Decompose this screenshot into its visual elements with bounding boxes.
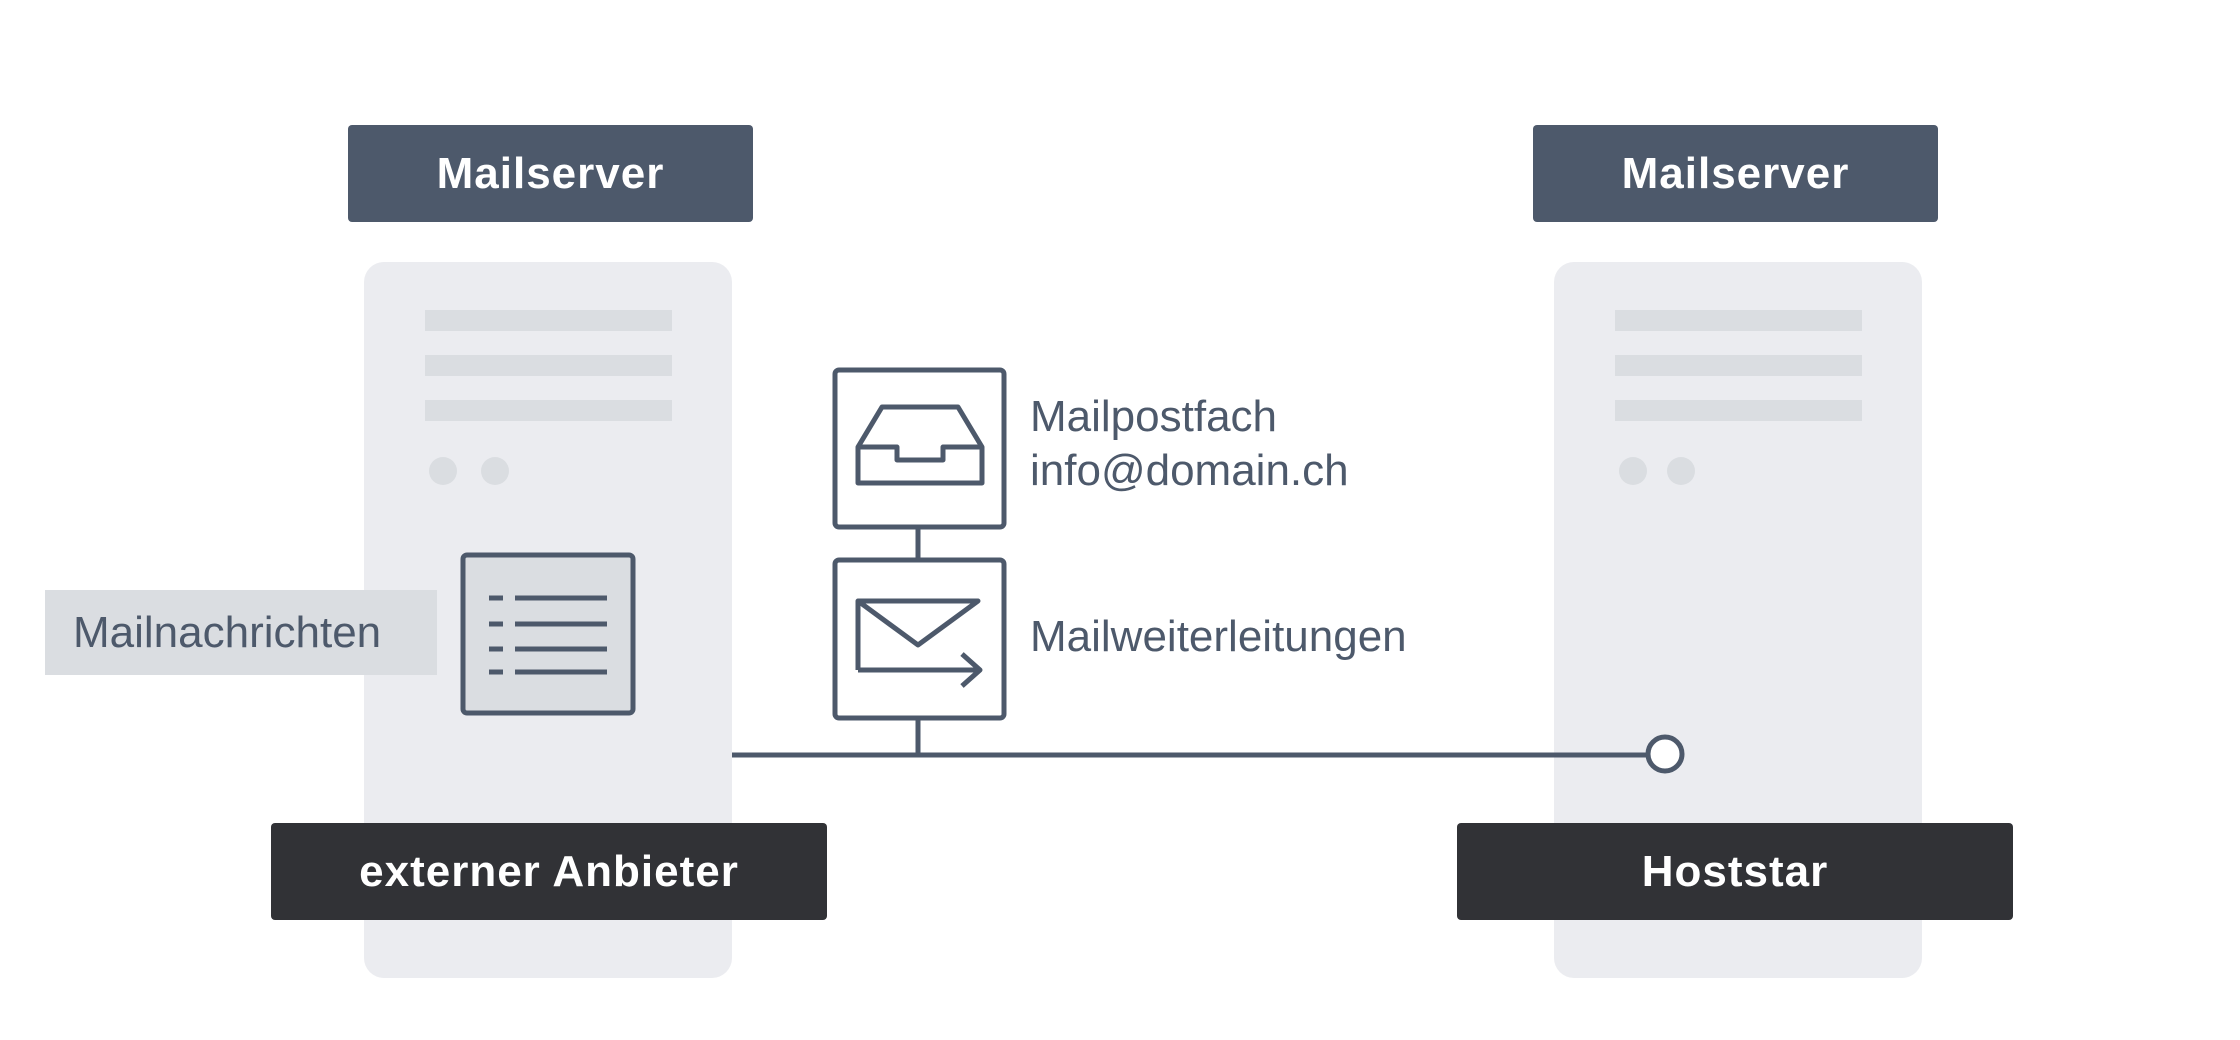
mailbox-title: Mailpostfach <box>1030 392 1278 441</box>
right-server-provider-label: Hoststar <box>1457 823 2013 920</box>
left-server-header: Mailserver <box>348 125 753 222</box>
right-server-led-1 <box>1619 457 1647 485</box>
message-list-icon <box>460 552 636 716</box>
left-server-slot-1 <box>425 310 672 331</box>
right-server-slot-3 <box>1615 400 1862 421</box>
left-server-provider-label: externer Anbieter <box>271 823 827 920</box>
left-server-slot-2 <box>425 355 672 376</box>
mail-forward-icon <box>832 557 1007 721</box>
left-server-led-2 <box>481 457 509 485</box>
mailbox-label: Mailpostfach info@domain.ch <box>1030 390 1349 498</box>
inbox-icon <box>832 367 1007 530</box>
right-server-led-2 <box>1667 457 1695 485</box>
right-server-slot-2 <box>1615 355 1862 376</box>
forwarding-label: Mailweiterleitungen <box>1030 612 1407 661</box>
mailbox-address: info@domain.ch <box>1030 446 1349 495</box>
left-server-slot-3 <box>425 400 672 421</box>
right-server-header: Mailserver <box>1533 125 1938 222</box>
left-server-led-1 <box>429 457 457 485</box>
right-server-slot-1 <box>1615 310 1862 331</box>
mail-messages-label: Mailnachrichten <box>45 590 437 675</box>
endpoint-circle <box>1645 734 1685 774</box>
